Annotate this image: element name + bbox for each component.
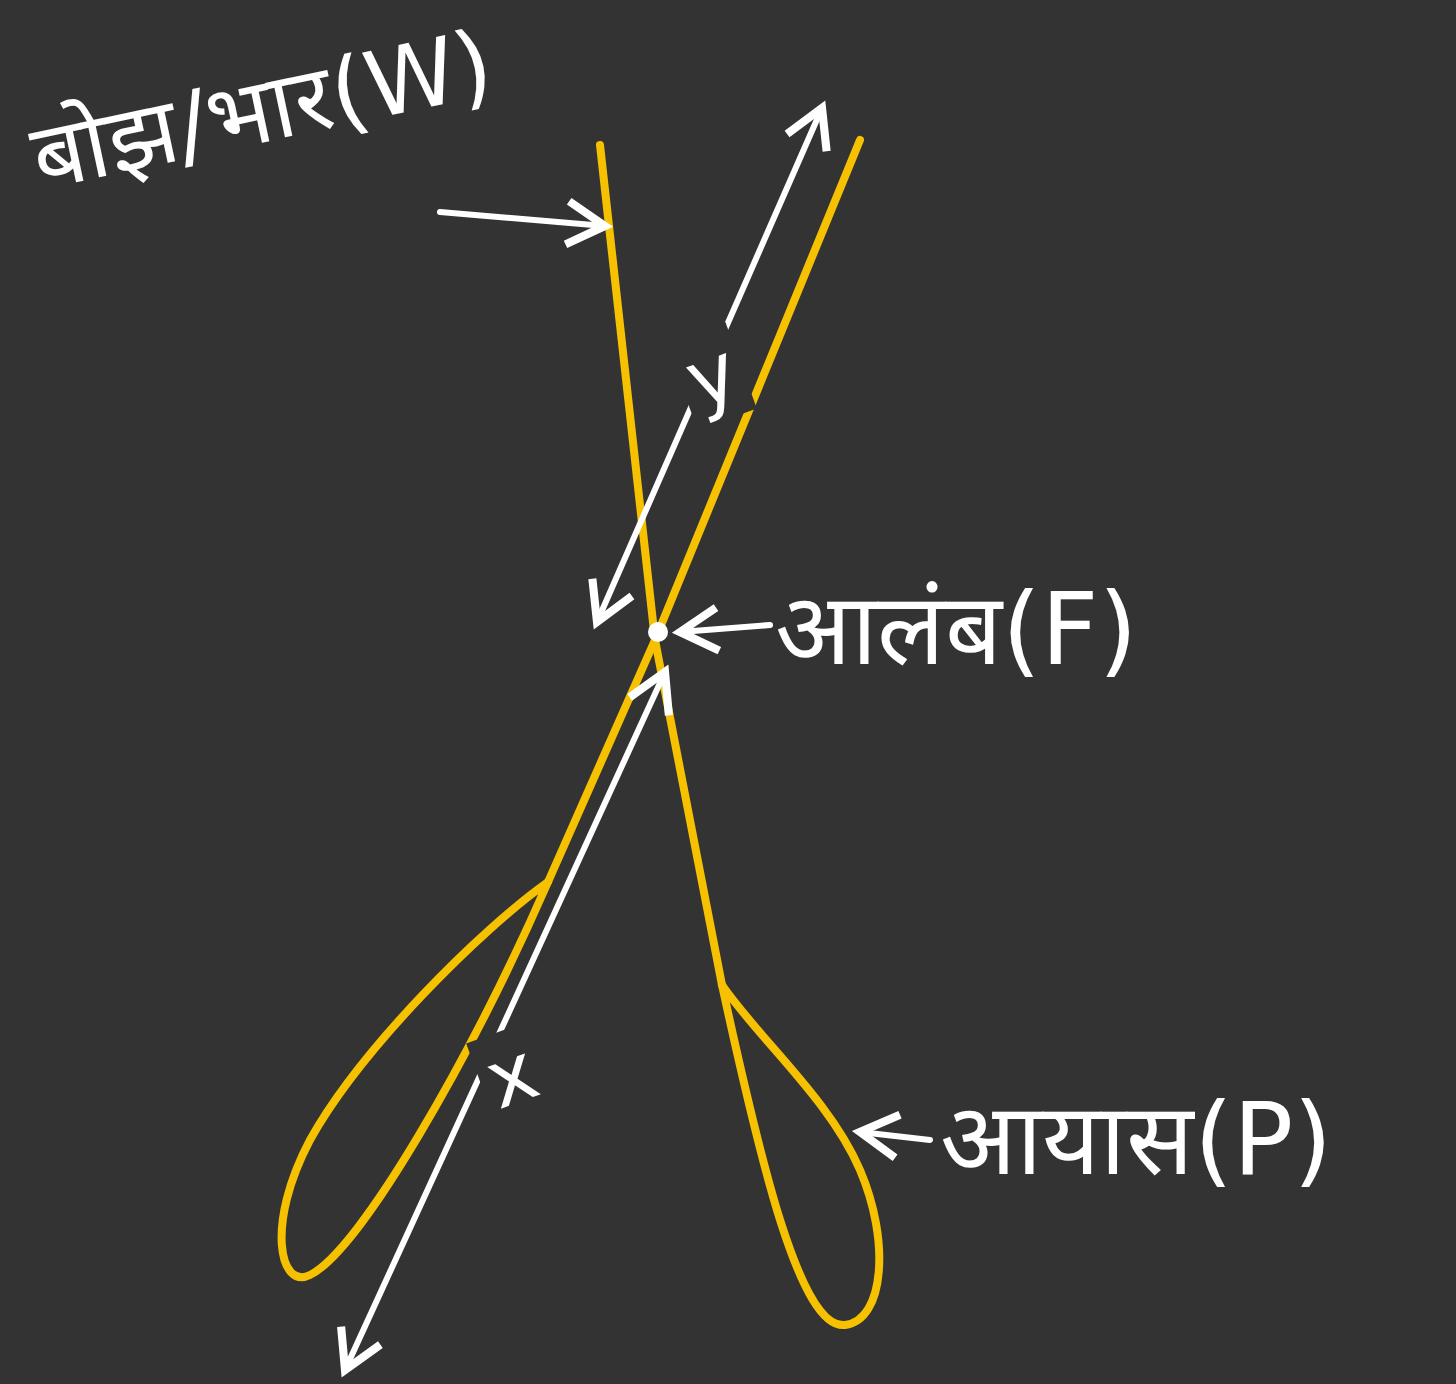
fulcrum-label: आलंब(F) [775, 575, 1138, 685]
arm-length-label: x [466, 1022, 557, 1130]
pivot-dot [648, 622, 668, 642]
scissor-blade [548, 140, 860, 882]
dimension-arrow [597, 108, 822, 622]
load-label: बोझ/भार(W) [23, 12, 502, 208]
effort-label: आयास(P) [940, 1085, 1332, 1195]
scissor-handle [722, 985, 879, 1325]
leader-arrow [680, 625, 770, 632]
leader-arrow [860, 1132, 930, 1140]
dimension-arrow [345, 672, 665, 1370]
scissor-blade [600, 145, 722, 985]
leader-arrow [440, 212, 605, 226]
